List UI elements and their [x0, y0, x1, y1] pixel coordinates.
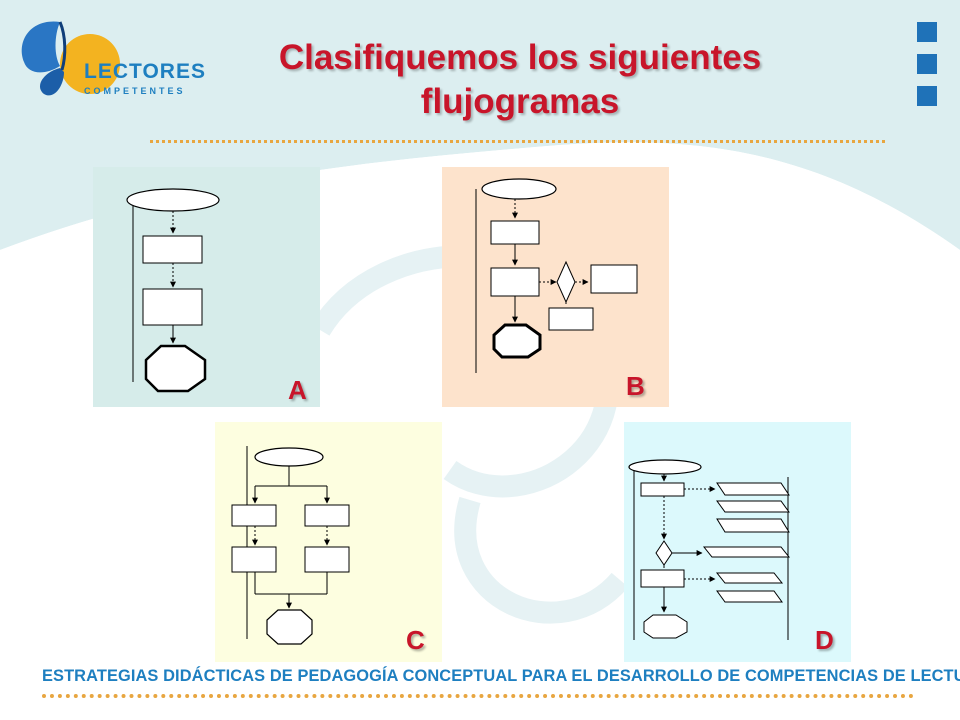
process-box [231, 504, 277, 527]
butterfly-sun-icon [21, 21, 120, 96]
process-box [142, 288, 203, 326]
logo: LECTORES COMPETENTES [14, 16, 205, 96]
flowchart-panel-a: A [93, 167, 320, 407]
footer-divider [42, 694, 914, 698]
flowchart-panel-b: B [442, 167, 669, 407]
start-terminator [628, 459, 702, 475]
flowchart-a-diagram [126, 188, 220, 393]
square-icon [917, 54, 937, 74]
square-icon [917, 86, 937, 106]
end-octagon [492, 323, 542, 359]
end-octagon [144, 344, 207, 393]
corner-squares-decoration [917, 22, 937, 118]
title-line-2: flujogramas [420, 82, 620, 121]
process-box [640, 569, 685, 588]
process-box [142, 235, 203, 264]
process-box [231, 546, 277, 573]
data-parallelogram [716, 518, 790, 533]
process-box [490, 220, 540, 245]
logo-title: LECTORES [84, 60, 206, 83]
process-box [548, 307, 594, 331]
data-parallelogram [702, 546, 791, 558]
process-box [640, 482, 685, 497]
start-terminator [254, 447, 324, 467]
flowchart-d-diagram [628, 459, 791, 640]
flowchart-panel-d: D [624, 422, 851, 662]
process-box [304, 546, 350, 573]
footer-text: ESTRATEGIAS DIDÁCTICAS DE PEDAGOGÍA CONC… [42, 667, 960, 685]
start-terminator [126, 188, 220, 212]
flowchart-c-diagram [231, 446, 350, 645]
title-divider [150, 140, 885, 143]
square-icon [917, 22, 937, 42]
decision-diamond [556, 260, 576, 304]
logo-subtitle: COMPETENTES [84, 86, 186, 96]
data-parallelogram [716, 590, 783, 603]
data-parallelogram [715, 572, 784, 584]
panel-label-a: A [288, 375, 307, 405]
start-terminator [481, 178, 557, 200]
end-octagon [266, 609, 313, 645]
process-box [490, 267, 540, 297]
process-box [304, 504, 350, 527]
decision-diamond [655, 540, 673, 566]
page-title: Clasifiquemos los siguientes flujogramas [160, 36, 880, 124]
title-line-1: Clasifiquemos los siguientes [278, 38, 762, 77]
data-parallelogram [716, 500, 790, 513]
end-octagon [643, 614, 688, 639]
data-parallelogram [716, 482, 790, 496]
flowchart-b-diagram [475, 178, 638, 373]
panel-label-d: D [815, 625, 834, 655]
panel-label-b: B [626, 371, 645, 401]
flowchart-panel-c: C [215, 422, 442, 662]
process-box [590, 264, 638, 294]
panel-label-c: C [406, 625, 425, 655]
